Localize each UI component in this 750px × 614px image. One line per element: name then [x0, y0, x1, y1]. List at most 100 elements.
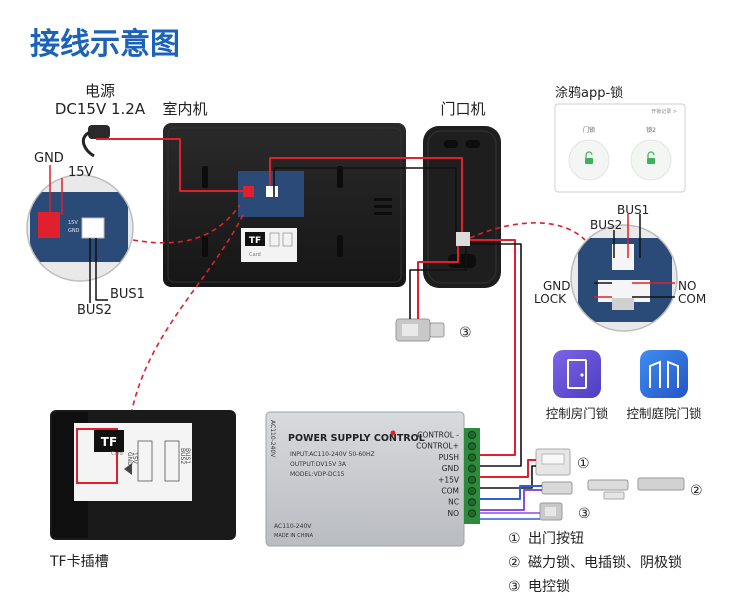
psu-terminal-label: COM	[441, 487, 459, 496]
indoor-tf-logo: TF	[249, 236, 261, 246]
legend-number: ②	[508, 555, 521, 571]
indoor-connector-bus	[266, 186, 278, 197]
legend-text: 电控锁	[528, 579, 570, 595]
right-bus1-label: BUS1	[617, 203, 649, 217]
electric-lock-device	[395, 318, 445, 342]
psu-line1: INPUT:AC110-240V 50-60HZ	[290, 451, 375, 458]
legend-text: 出门按钮	[528, 531, 584, 547]
app-button-yard-gate[interactable]	[640, 350, 688, 398]
psu-terminal-label: PUSH	[439, 453, 459, 462]
legend-item: ③ 电控锁	[508, 579, 570, 595]
psu-terminal-screw	[467, 498, 477, 507]
zoom-bus-connector	[81, 217, 105, 239]
psu-line2: OUTPUT:DV15V 3A	[290, 461, 347, 468]
psu-side-label: AC110-240V	[269, 420, 276, 458]
psu-bottom2: MADE IN CHINA	[274, 533, 314, 539]
exit-button-device	[535, 448, 571, 476]
psu-terminal-label: NO	[447, 509, 459, 518]
left-gnd-label: GND	[34, 151, 64, 166]
psu-terminal-screw	[467, 430, 477, 440]
outdoor-station-label: 门口机	[440, 100, 485, 118]
psu-terminal-screw	[467, 464, 477, 473]
tf-card-highlight	[76, 428, 118, 484]
right-no-label: NO	[678, 279, 696, 293]
zoom-power-connector	[38, 212, 60, 238]
app-button-yard-gate-label: 控制庭院门锁	[626, 406, 702, 421]
adapter-cable	[81, 130, 95, 158]
electric-lock-device-2	[539, 502, 563, 521]
right-bus2-label: BUS2	[590, 218, 622, 232]
app-lock-a-icon	[585, 158, 593, 164]
right-gnd-label: GND	[543, 279, 571, 293]
left-bus2-label: BUS2	[77, 303, 112, 318]
right-lock-label: LOCK	[534, 292, 567, 306]
door-icon	[567, 359, 587, 389]
app-screenshot: 开锁记录 > 门锁 锁2	[554, 103, 686, 193]
legend-item: ① 出门按钮	[508, 531, 584, 547]
app-title: 涂鸦app-锁	[555, 85, 623, 101]
tf-slot-label: TF卡插槽	[49, 554, 109, 570]
legend-item: ② 磁力锁、电插锁、阴极锁	[508, 555, 682, 571]
bolt-lock-icon	[587, 479, 629, 491]
tf-insert-arrow-icon	[124, 463, 132, 475]
tf-sticker	[74, 423, 192, 501]
indoor-tf-sub: Card	[249, 252, 261, 258]
psu-terminal-screw	[467, 486, 477, 496]
locks-badge: ②	[690, 483, 703, 499]
psu-terminal-screw	[467, 475, 477, 484]
electric-lock-badge-2: ③	[578, 506, 591, 522]
gate-icon	[649, 360, 679, 388]
zoom-pcb-15v: 15V	[68, 220, 78, 226]
app-lock-b-icon	[647, 158, 655, 164]
psu-line3: MODEL:VDP-DC15	[290, 471, 345, 478]
page-title: 接线示意图	[30, 27, 180, 62]
magnetic-lock-icon	[637, 477, 685, 491]
psu-terminal-screw	[467, 453, 477, 462]
tf-pin-a: 15V	[131, 452, 138, 465]
legend-text: 磁力锁、电插锁、阴极锁	[528, 555, 682, 571]
tf-slot-photo: TF Card 15V GND BUS1 BUS2	[50, 410, 236, 540]
left-15v-label: 15V	[68, 165, 94, 180]
psu-title: POWER SUPPLY CONTROL	[288, 433, 425, 444]
psu-terminal-label: CONTROL -	[417, 431, 459, 440]
adapter-plug-icon	[88, 125, 110, 139]
tf-pin-d: BUS2	[179, 448, 186, 464]
tf-logo: TF	[101, 435, 117, 449]
exit-button-badge: ①	[577, 456, 590, 472]
psu-bottom1: AC110-240V	[274, 523, 312, 530]
strike-lock-icon	[541, 481, 573, 495]
lock-devices	[541, 477, 685, 500]
psu-terminal-label: GND	[442, 464, 459, 473]
indoor-monitor: TF Card	[163, 123, 406, 287]
psu-terminal-screw	[467, 442, 477, 451]
indoor-connector-power	[243, 186, 254, 197]
psu-terminal-label: NC	[448, 498, 459, 507]
app-button-house-door-label: 控制房门锁	[546, 406, 609, 421]
app-lock-b-label: 锁2	[646, 126, 656, 134]
app-lock-a-label: 门锁	[583, 126, 595, 134]
power-label: 电源	[85, 82, 115, 100]
right-com-label: COM	[678, 292, 706, 306]
psu-terminal-label: CONTROL+	[416, 442, 459, 451]
right-zoom-detail	[570, 224, 678, 332]
power-adapter: 电源 DC15V 1.2A	[55, 82, 146, 158]
tf-pin-b: GND	[126, 452, 133, 466]
zoom-pcb-gnd: GND	[68, 228, 80, 234]
tf-logo-sub: Card	[111, 451, 123, 457]
legend-number: ①	[508, 531, 521, 547]
legend: ① 出门按钮 ② 磁力锁、电插锁、阴极锁 ③ 电控锁	[508, 531, 682, 595]
power-spec: DC15V 1.2A	[55, 100, 146, 118]
legend-number: ③	[508, 579, 521, 595]
outdoor-connector	[456, 232, 470, 246]
psu-terminal-screw	[467, 509, 477, 518]
tf-pin-c: BUS1	[184, 448, 191, 464]
left-zoom-detail: 15V GND	[26, 174, 134, 282]
left-bus1-label: BUS1	[110, 287, 145, 302]
psu-terminal-label: +15V	[438, 475, 460, 484]
power-supply-unit: AC110-240V POWER SUPPLY CONTROL INPUT:AC…	[265, 411, 480, 547]
app-button-house-door[interactable]	[553, 350, 601, 398]
wires	[49, 138, 675, 520]
indoor-monitor-label: 室内机	[162, 100, 207, 118]
app-header-right: 开锁记录 >	[651, 108, 677, 115]
